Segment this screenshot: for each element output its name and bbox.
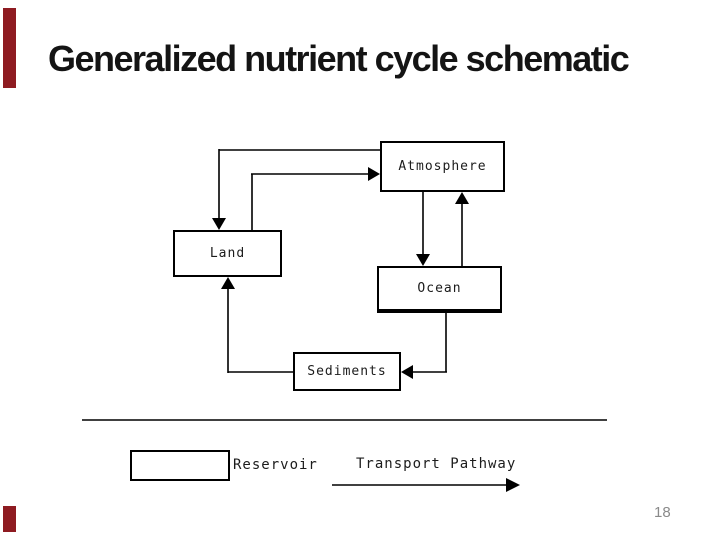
node-label: Land bbox=[209, 246, 246, 261]
arrowhead-right-icon bbox=[368, 167, 380, 181]
accent-bar-top bbox=[3, 8, 16, 88]
node-atmosphere: Atmosphere bbox=[380, 141, 505, 192]
legend-transport-arrow bbox=[332, 478, 520, 492]
arrowhead-down-icon bbox=[416, 254, 430, 266]
accent-bar-bottom bbox=[3, 506, 16, 532]
arrowhead-right-icon bbox=[506, 478, 520, 492]
edge-atmosphere-to-ocean bbox=[416, 192, 430, 266]
arrowhead-up-icon bbox=[221, 277, 235, 289]
slide-title: Generalized nutrient cycle schematic bbox=[48, 38, 630, 79]
legend-transport-label: Transport Pathway bbox=[356, 456, 517, 472]
legend-reservoir-box bbox=[130, 450, 230, 481]
page-number: 18 bbox=[654, 504, 671, 521]
edge-land-to-atmosphere bbox=[251, 167, 380, 230]
legend-reservoir-label: Reservoir bbox=[233, 457, 318, 473]
node-label: Ocean bbox=[417, 281, 462, 296]
arrowhead-left-icon bbox=[401, 365, 413, 379]
node-ocean: Ocean bbox=[377, 266, 502, 313]
arrowhead-down-icon bbox=[212, 218, 226, 230]
edge-ocean-to-atmosphere bbox=[455, 192, 469, 266]
edge-sediments-to-land bbox=[221, 277, 293, 373]
node-label: Atmosphere bbox=[398, 159, 487, 174]
edge-atmosphere-to-land bbox=[212, 149, 380, 230]
node-sediments: Sediments bbox=[293, 352, 401, 391]
edge-ocean-to-sediments bbox=[401, 313, 447, 379]
node-land: Land bbox=[173, 230, 282, 277]
arrowhead-up-icon bbox=[455, 192, 469, 204]
node-label: Sediments bbox=[307, 364, 387, 379]
